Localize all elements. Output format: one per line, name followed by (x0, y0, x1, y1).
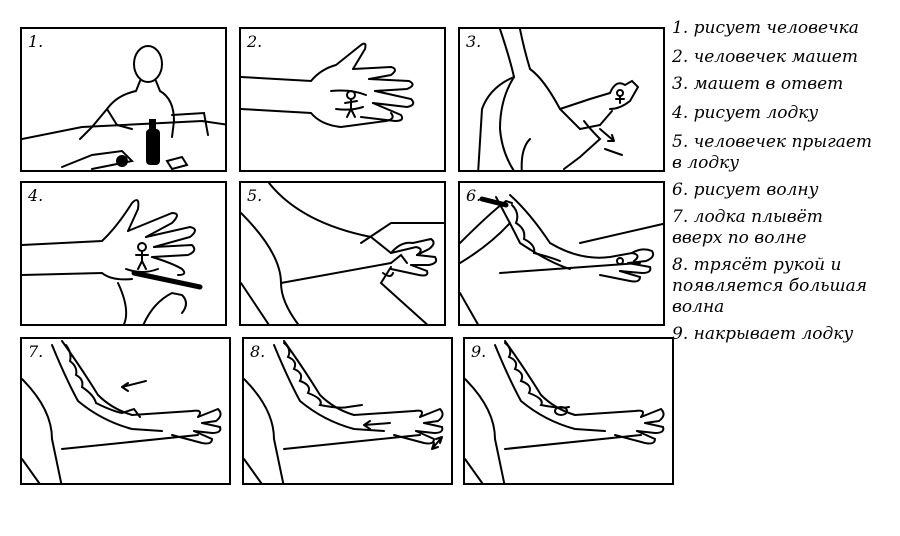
notes-column: 1. рисует человечка 2. человечек машет 3… (672, 18, 896, 345)
panel-8: 8. (242, 337, 453, 485)
panel-2-number: 2. (247, 32, 263, 51)
panel-9-number: 9. (471, 342, 487, 361)
panel-3-drawing (477, 29, 640, 170)
note-4: 4. рисует лодку (672, 103, 819, 123)
note-1: 1. рисует человечка (672, 18, 859, 38)
note-7: 7. лодка плывёт вверх по волне (672, 207, 823, 248)
panel-7-drawing (22, 340, 222, 483)
panel-1-drawing (22, 45, 225, 170)
panel-6-drawing (460, 194, 663, 324)
panel-4-drawing (22, 199, 203, 324)
panel-5-number: 5. (247, 186, 263, 205)
panel-8-drawing (244, 340, 444, 483)
panel-7-number: 7. (28, 342, 44, 361)
note-5: 5. человечек прыгает в лодку (672, 132, 873, 173)
note-6: 6. рисует волну (672, 180, 819, 200)
panel-5-drawing (241, 183, 444, 324)
panel-3-number: 3. (466, 32, 482, 51)
panel-6: 6. (458, 181, 665, 326)
note-8: 8. трясёт рукой и появляется большая вол… (672, 255, 867, 317)
panel-4: 4. (20, 181, 227, 326)
panel-2: 2. (239, 27, 446, 172)
panel-3: 3. (458, 27, 665, 172)
panel-1-number: 1. (28, 32, 44, 51)
panel-5: 5. (239, 181, 446, 326)
note-2: 2. человечек машет (672, 47, 858, 67)
panel-4-number: 4. (28, 186, 44, 205)
panel-7: 7. (20, 337, 231, 485)
panel-1: 1. (20, 27, 227, 172)
note-9: 9. накрывает лодку (672, 324, 854, 344)
panel-9: 9. (463, 337, 674, 485)
note-3: 3. машет в ответ (672, 74, 844, 94)
panel-9-drawing (465, 340, 665, 483)
panel-2-drawing (241, 42, 415, 129)
panel-6-number: 6. (466, 186, 482, 205)
panel-8-number: 8. (250, 342, 266, 361)
